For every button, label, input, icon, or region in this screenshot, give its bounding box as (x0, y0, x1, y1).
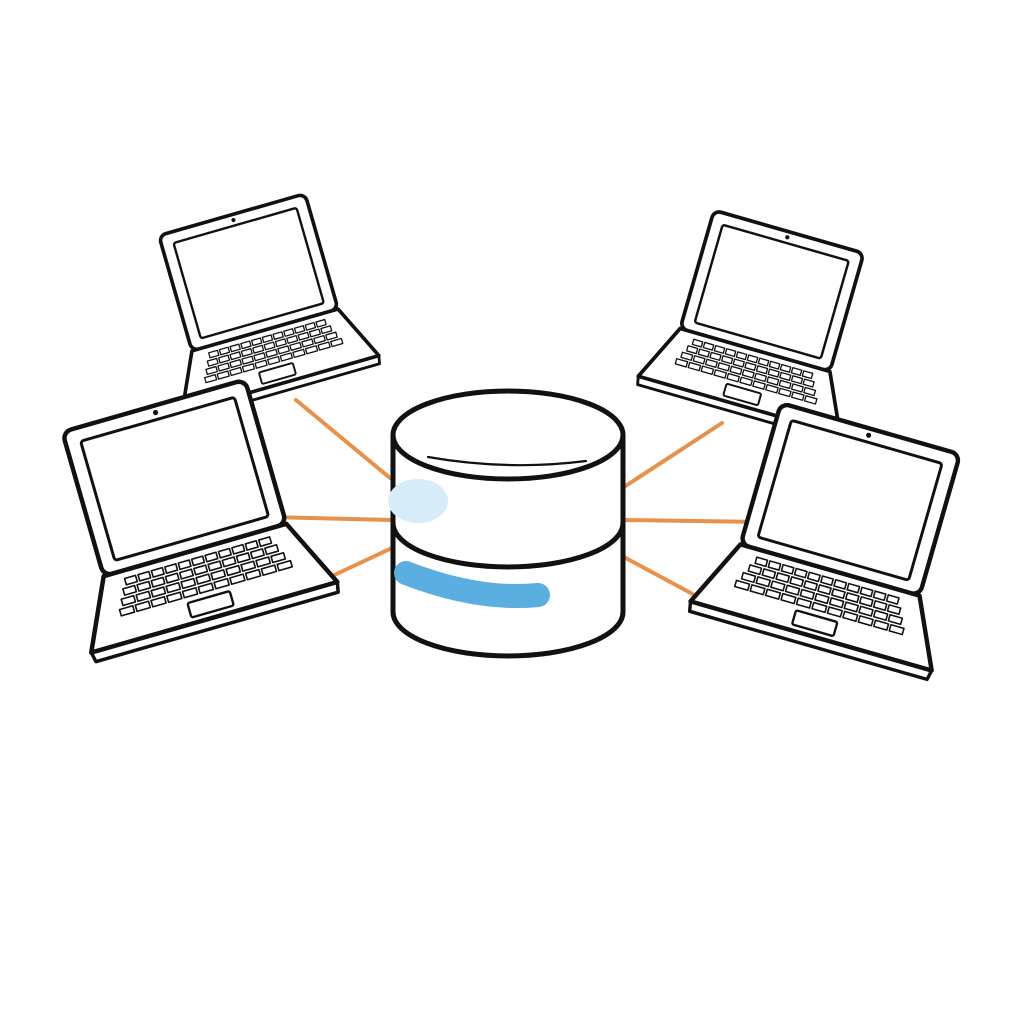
laptop-icon (158, 193, 381, 421)
trackpad (791, 609, 839, 637)
webcam-dot (785, 235, 790, 240)
trackpad (186, 590, 235, 619)
keyboard (118, 536, 294, 617)
connection-line-bottom-right (620, 518, 768, 524)
keyboard (203, 318, 344, 384)
laptop-screen (79, 396, 270, 562)
trackpad (258, 362, 297, 385)
webcam-dot (152, 409, 159, 416)
laptop-screen (694, 224, 850, 360)
connection-line-bottom-left (328, 546, 394, 579)
cylinder-body (390, 432, 626, 659)
laptop-base-edge (89, 580, 340, 664)
cylinder-top (390, 388, 626, 482)
laptop-base-edge (687, 599, 934, 682)
connection-line-top-right (622, 421, 724, 489)
connection-line-bottom-left (266, 515, 394, 522)
cylinder-highlight (388, 479, 448, 523)
laptop-screen (757, 419, 943, 582)
keyboard (733, 556, 905, 636)
webcam-dot (866, 432, 872, 438)
laptop-icon (687, 402, 961, 682)
connection-lines (266, 398, 768, 600)
keyboard (674, 338, 818, 405)
webcam-dot (231, 217, 236, 223)
database-icon (388, 388, 626, 659)
cylinder-accent-stripe (394, 561, 550, 609)
connection-line-bottom-right (620, 554, 702, 600)
cylinder-top-shine (426, 455, 588, 467)
laptop-icon (636, 210, 864, 443)
trackpad (722, 383, 762, 407)
laptop-screen (172, 207, 325, 340)
connection-line-top-left (294, 398, 392, 480)
cylinder-band (390, 520, 626, 570)
laptop-icon (62, 379, 340, 664)
